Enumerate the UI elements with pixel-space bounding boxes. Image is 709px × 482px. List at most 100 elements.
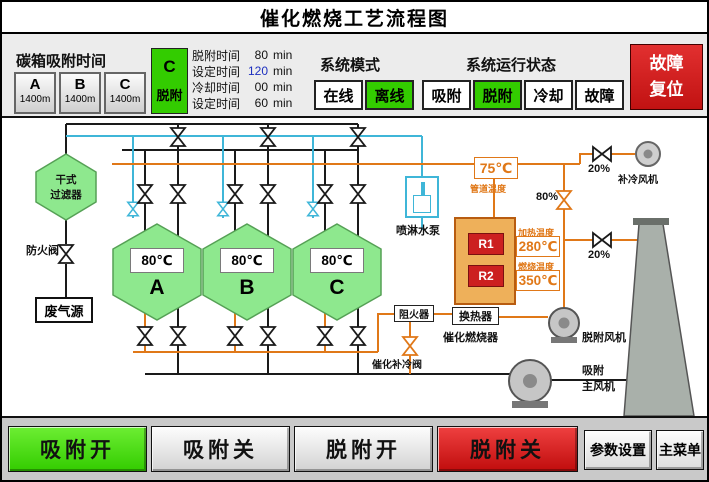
valve-icon (317, 184, 333, 204)
carbon-box-a: A 1400m (14, 72, 56, 114)
timer-unit: min (273, 80, 293, 94)
timer-value: 120 (247, 64, 268, 78)
system-mode-label: 系统模式 (320, 57, 381, 74)
dry-filter-label: 干式 过滤器 (50, 174, 82, 201)
cool-fan-label: 补冷风机 (618, 175, 658, 186)
timer-label: 冷却时间 (192, 80, 241, 95)
valve-icon (227, 184, 243, 204)
valve-icon (137, 184, 153, 204)
valve-icon (260, 326, 276, 346)
carbon-box-letter: A (29, 76, 41, 93)
cool-fan-icon (635, 141, 661, 167)
pipe-temp-label: 管道温度 (470, 184, 507, 194)
chimney-shape (623, 218, 695, 417)
heat-temp-label: 加热温度 (518, 228, 555, 238)
top-panel: 碳箱吸附时间 A 1400m B 1400m C 1400m C 脱附 脱附时间… (2, 34, 707, 118)
valve-icon (317, 326, 333, 346)
heat-temp-value: 280℃ (516, 236, 560, 257)
timer-label: 脱附时间 (192, 48, 241, 63)
valve-80pct-readout: 80% (536, 191, 559, 203)
timer-value: 60 (254, 96, 268, 110)
fire-valve-icon (58, 244, 74, 264)
carbon-box-c: C 1400m (104, 72, 146, 114)
tank-c-letter: C (329, 276, 345, 299)
cat-cool-valve-icon (402, 336, 418, 356)
tank-a-temp: 80℃ (130, 248, 184, 273)
timer-value: 80 (254, 48, 268, 62)
tank-b-temp: 80℃ (220, 248, 274, 273)
carbon-box-b: B 1400m (59, 72, 101, 114)
status-adsorb-button[interactable]: 吸附 (422, 80, 471, 110)
mode-online-button[interactable]: 在线 (314, 80, 363, 110)
valve-icon (170, 184, 186, 204)
status-cool-button[interactable]: 冷却 (524, 80, 573, 110)
desorb-fan-label: 脱附风机 (582, 332, 626, 344)
status-fault-button[interactable]: 故障 (575, 80, 624, 110)
adsorb-fan-label: 吸附 主风机 (582, 365, 615, 393)
fire-valve-label: 防火阀 (26, 245, 59, 257)
status-desorb-button[interactable]: 脱附 (473, 80, 522, 110)
r1-indicator: R1 (468, 233, 504, 255)
valve-80pct-icon (556, 190, 572, 210)
timer-row: 设定时间 120 min (192, 63, 312, 79)
valve-icon (127, 201, 139, 217)
carbon-box-value: 1400m (64, 94, 96, 105)
spray-tank-icon (413, 195, 431, 213)
valve-icon (260, 184, 276, 204)
desorb-fan-icon (548, 307, 580, 343)
carbon-box-letter: C (119, 76, 131, 93)
desorb-off-button[interactable]: 脱附关 (437, 426, 578, 472)
adsorb-fan-icon (508, 359, 552, 408)
valve-20pct-top-readout: 20% (588, 163, 611, 175)
dry-filter-shape (35, 153, 97, 221)
spray-pump-label: 喷淋水泵 (396, 225, 440, 237)
tank-c-temp: 80℃ (310, 248, 364, 273)
desorbing-box-letter: C (163, 57, 176, 76)
timer-row: 设定时间 60 min (192, 95, 312, 111)
valve-icon (307, 201, 319, 217)
valve-20pct-mid-icon (592, 232, 612, 248)
valve-20pct-mid-readout: 20% (588, 249, 611, 261)
heat-exchanger-label: 换热器 (452, 307, 499, 325)
valve-icon (137, 326, 153, 346)
pipe-temp-value: 75℃ (474, 157, 518, 179)
fault-reset-button[interactable]: 故障 复位 (630, 44, 703, 110)
mode-offline-button[interactable]: 离线 (365, 80, 414, 110)
waste-gas-source: 废气源 (35, 297, 93, 323)
carbon-box-letter: B (74, 76, 86, 93)
tank-b-letter: B (239, 276, 255, 299)
r2-indicator: R2 (468, 265, 504, 287)
burn-temp-value: 350℃ (516, 270, 560, 291)
flame-arrester-label: 阻火器 (394, 305, 434, 322)
timer-unit: min (273, 64, 293, 78)
carbon-box-value: 1400m (109, 94, 141, 105)
adsorb-on-button[interactable]: 吸附开 (8, 426, 147, 472)
timer-panel: 脱附时间 80 min 设定时间 120 min 冷却时间 00 min 设定时… (192, 47, 312, 111)
timer-label: 设定时间 (192, 96, 241, 111)
valve-icon (217, 201, 229, 217)
adsorb-off-button[interactable]: 吸附关 (151, 426, 290, 472)
valve-icon (350, 184, 366, 204)
desorb-on-button[interactable]: 脱附开 (294, 426, 433, 472)
valve-icon (227, 326, 243, 346)
timer-unit: min (273, 96, 293, 110)
valve-icon (350, 326, 366, 346)
bottom-panel: 吸附开 吸附关 脱附开 脱附关 参数设置 主菜单 (2, 416, 707, 480)
spray-pump (405, 176, 439, 218)
combustor-label: 催化燃烧器 (443, 332, 498, 344)
cat-cool-valve-label: 催化补冷阀 (372, 360, 422, 371)
tank-a-letter: A (149, 276, 165, 299)
timer-row: 脱附时间 80 min (192, 47, 312, 63)
timer-unit: min (273, 48, 293, 62)
page-title: 催化燃烧工艺流程图 (2, 2, 707, 34)
desorbing-box-label: 脱附 (156, 88, 183, 103)
burn-temp-label: 燃烧温度 (518, 262, 555, 272)
main-menu-button[interactable]: 主菜单 (656, 430, 704, 470)
timer-value: 00 (254, 80, 268, 94)
carbon-box-value: 1400m (19, 94, 51, 105)
valve-20pct-top-icon (592, 146, 612, 162)
system-status-label: 系统运行状态 (466, 57, 557, 74)
carbon-adsorb-time-label: 碳箱吸附时间 (16, 53, 107, 70)
param-settings-button[interactable]: 参数设置 (584, 430, 652, 470)
